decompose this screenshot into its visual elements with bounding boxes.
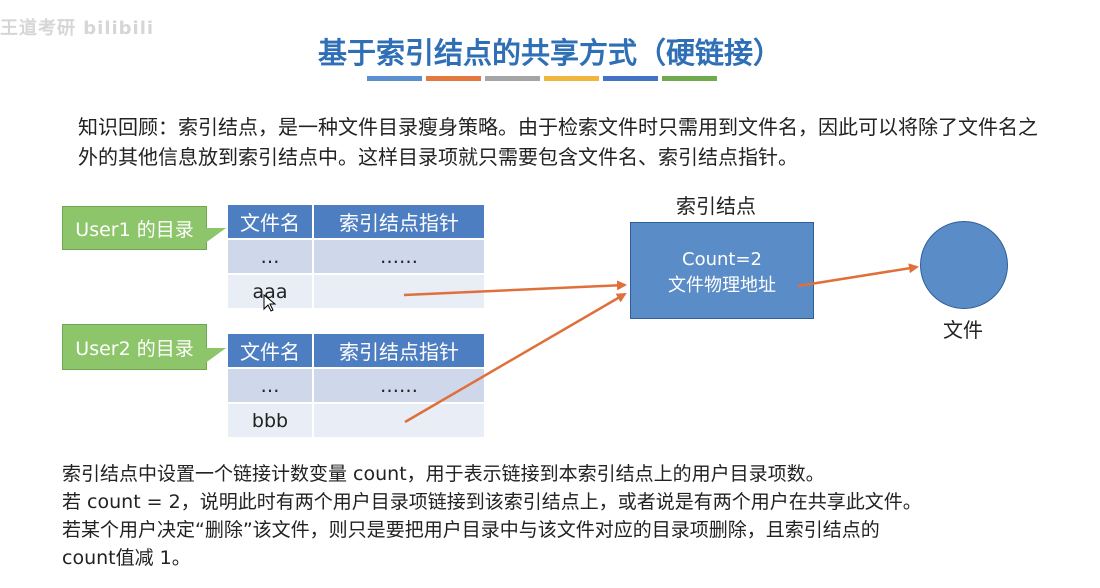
user2-directory-table: 文件名 索引结点指针 … …… bbb (226, 332, 486, 439)
cell-pointer (312, 402, 486, 439)
cell-filename-bbb: bbb (226, 402, 314, 439)
user2-directory-label: User2 的目录 (62, 324, 207, 370)
watermark: 王道考研 bilibili (0, 18, 155, 39)
cell-pointer: …… (312, 238, 486, 275)
note-line: 若某个用户决定“删除”该文件，则只是要把用户目录中与该文件对应的目录项删除，且索… (62, 519, 880, 541)
color-bar (485, 76, 540, 81)
slide-title: 基于索引结点的共享方式（硬链接） (317, 36, 782, 70)
color-bar (426, 76, 481, 81)
header-filename: 文件名 (226, 332, 314, 369)
inode-physical-address: 文件物理地址 (668, 275, 776, 296)
title-color-bars (367, 76, 717, 81)
arrow-inode-to-file (797, 263, 919, 288)
inode-caption: 索引结点 (676, 194, 756, 218)
inode-box: Count=2 文件物理地址 (630, 222, 814, 319)
color-bar (662, 76, 717, 81)
callout-tail (204, 228, 226, 244)
arrow-bbb-to-inode (404, 292, 627, 424)
header-inode-pointer: 索引结点指针 (312, 203, 486, 240)
cell-filename: … (226, 238, 314, 275)
color-bar (603, 76, 658, 81)
inode-count: Count=2 (682, 249, 762, 270)
cell-filename: … (226, 367, 314, 404)
user1-directory-label: User1 的目录 (62, 206, 207, 250)
note-line: 若 count = 2，说明此时有两个用户目录项链接到该索引结点上，或者说是有两… (62, 491, 922, 513)
recap-paragraph: 知识回顾：索引结点，是一种文件目录瘦身策略。由于检索文件时只需用到文件名，因此可… (78, 115, 1038, 169)
file-circle (920, 221, 1008, 309)
cursor-icon (263, 293, 277, 312)
user1-directory-table: 文件名 索引结点指针 … …… aaa (226, 203, 486, 310)
cell-pointer: …… (312, 367, 486, 404)
notes-block: 索引结点中设置一个链接计数变量 count，用于表示链接到本索引结点上的用户目录… (62, 460, 1062, 572)
header-filename: 文件名 (226, 203, 314, 240)
cell-filename-aaa: aaa (226, 273, 314, 310)
callout-tail (204, 348, 226, 364)
note-line: 索引结点中设置一个链接计数变量 count，用于表示链接到本索引结点上的用户目录… (62, 463, 825, 485)
color-bar (544, 76, 599, 81)
note-line: count值减 1。 (62, 547, 191, 569)
file-label: 文件 (943, 318, 983, 342)
header-inode-pointer: 索引结点指针 (312, 332, 486, 369)
color-bar (367, 76, 422, 81)
arrow-aaa-to-inode (403, 280, 627, 297)
cell-pointer (312, 273, 486, 310)
